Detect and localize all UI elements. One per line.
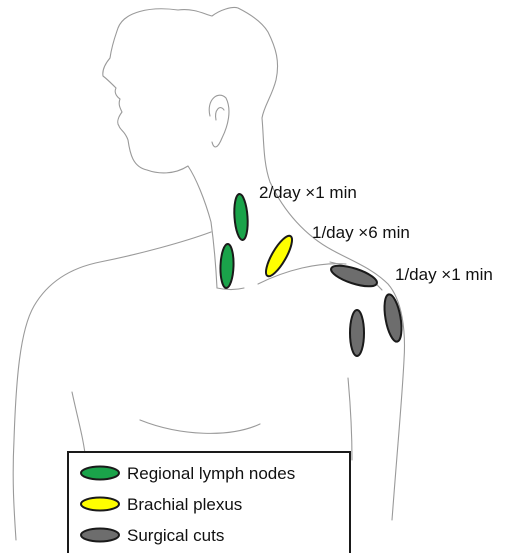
lymph-node-marker-lower [220, 244, 235, 288]
left-arm-inner [348, 378, 352, 460]
legend-swatch-plexus [81, 498, 119, 511]
annotation-arm: 1/day ×1 min [395, 265, 493, 284]
ear-inner [216, 108, 224, 120]
annotation-shoulder: 1/day ×6 min [312, 223, 410, 242]
annotation-neck: 2/day ×1 min [259, 183, 357, 202]
ear-outline [209, 95, 229, 147]
lymph-node-marker-upper [233, 194, 249, 241]
surgical-cut-marker-arm-left [350, 310, 364, 356]
surgical-cut-marker-arm-right [381, 293, 404, 343]
legend-label-cuts: Surgical cuts [127, 526, 224, 545]
legend: Regional lymph nodes Brachial plexus Sur… [68, 452, 350, 553]
surgical-cut-marker-shoulder [329, 261, 379, 290]
legend-label-plexus: Brachial plexus [127, 495, 242, 514]
legend-swatch-cuts [81, 529, 119, 542]
brachial-plexus-marker [261, 233, 296, 280]
legend-swatch-lymph [81, 467, 119, 480]
neck-base [217, 288, 244, 290]
head-outline [103, 7, 278, 288]
legend-label-lymph: Regional lymph nodes [127, 464, 295, 483]
chest-line [140, 420, 260, 433]
